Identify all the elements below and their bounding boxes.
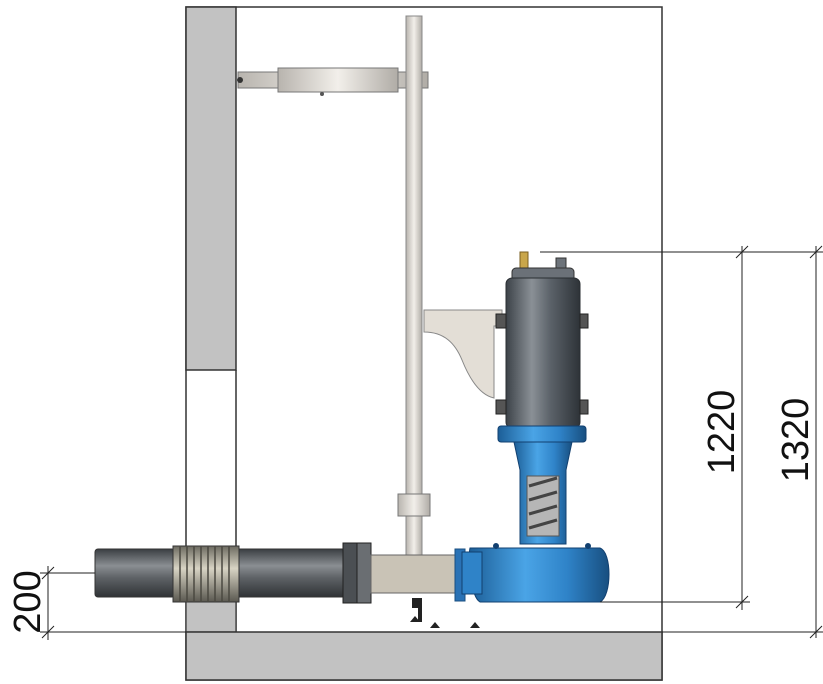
pit-structure <box>185 6 663 681</box>
motor-flange <box>497 425 587 443</box>
pump-volute <box>468 547 610 603</box>
pipe-middle <box>238 548 346 598</box>
impeller-screw <box>528 476 558 530</box>
dimension-lines <box>40 245 823 640</box>
volute-outlet <box>461 551 483 595</box>
bellows-coupling <box>172 545 240 603</box>
pump-support-bracket <box>423 309 503 399</box>
rail-clamp <box>397 493 431 517</box>
motor-lug <box>495 399 507 415</box>
submersible-pump <box>461 251 610 603</box>
motor-lug <box>579 313 589 329</box>
base-feet <box>410 598 480 628</box>
dim-label-1220: 1220 <box>701 390 743 475</box>
top-bracket-sleeve <box>277 67 399 93</box>
dim-label-1320: 1320 <box>775 398 817 483</box>
volute-bolt <box>493 543 499 549</box>
pipe-flange <box>342 542 358 604</box>
guide-rail-assembly <box>237 15 503 585</box>
bracket-bolt <box>320 92 324 96</box>
left-wall-lower <box>185 597 237 633</box>
pit-floor <box>185 631 663 681</box>
motor-lug <box>579 399 589 415</box>
pipe-flange <box>356 542 372 604</box>
pipe-left <box>94 548 176 598</box>
volute-bolt <box>585 543 591 549</box>
motor-lug <box>495 313 507 329</box>
discharge-pipe <box>55 542 466 604</box>
duckfoot-bend <box>370 554 460 594</box>
motor-housing <box>505 277 581 429</box>
left-wall-upper <box>185 6 237 371</box>
dim-label-200: 200 <box>7 570 49 633</box>
bracket-bolt <box>237 77 243 83</box>
